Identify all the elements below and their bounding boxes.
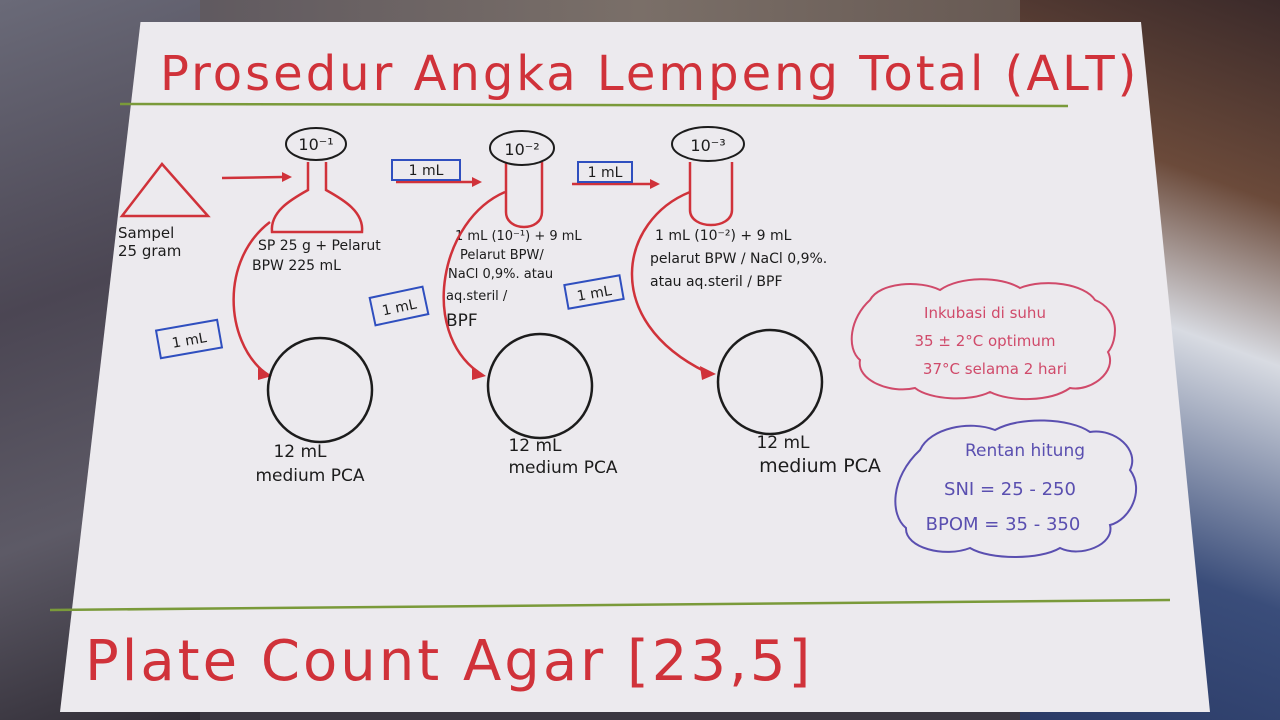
plate-1-medium: medium PCA <box>255 466 364 486</box>
transfer-box-tube3 <box>577 161 633 183</box>
title-underline <box>119 102 1069 108</box>
petri-dish-2-icon <box>486 332 594 440</box>
dilution-2-desc-line4: aq.steril / <box>446 289 508 304</box>
arrow-sample-to-flask-head <box>282 172 292 182</box>
transfer-label-tube3: 1 mL <box>588 165 623 181</box>
incubation-line2: 35 ± 2°C optimum <box>915 332 1056 350</box>
sample-triangle-icon <box>119 162 211 218</box>
transfer-label-plate1: 1 mL <box>171 330 208 352</box>
footer-caption: Plate Count Agar [23,5] <box>85 629 813 694</box>
dilution-1-cloud <box>285 127 347 161</box>
page-title: Prosedur Angka Lempeng Total (ALT) <box>160 46 1139 102</box>
arrow-tube2-to-tube3-head <box>650 179 660 189</box>
sample-label: Sampel <box>118 224 174 242</box>
incubation-cloud <box>850 278 1116 400</box>
arrow-sample-to-flask <box>221 175 283 180</box>
dilution-2-cloud <box>489 130 555 166</box>
dilution-2-desc-line3: NaCl 0,9%. atau <box>448 267 553 282</box>
dilution-flask-icon <box>270 162 364 234</box>
dilution-3-cloud <box>671 126 745 162</box>
arrow-tube2-to-plate2-head <box>472 366 486 380</box>
dilution-1-desc-line1: SP 25 g + Pelarut <box>258 238 381 254</box>
transfer-box-plate2 <box>368 285 430 327</box>
plate-3-volume: 12 mL <box>756 433 810 453</box>
petri-dish-1-icon <box>266 336 374 444</box>
dilution-2-label: 10⁻² <box>504 140 539 159</box>
arrow-flask-to-plate1 <box>232 221 271 373</box>
transfer-label-tube2: 1 mL <box>409 163 444 179</box>
arrow-tube3-to-plate3 <box>630 190 707 374</box>
transfer-box-plate3 <box>563 274 625 310</box>
transfer-label-plate2: 1 mL <box>381 296 419 319</box>
test-tube-3-icon <box>688 162 734 227</box>
dilution-2-desc-line5: BPF <box>446 311 478 331</box>
petri-dish-3-icon <box>716 328 824 436</box>
test-tube-2-icon <box>504 162 544 229</box>
count-range-bpom: BPOM = 35 - 350 <box>926 514 1081 535</box>
plate-2-volume: 12 mL <box>508 436 562 456</box>
incubation-line3: 37°C selama 2 hari <box>923 360 1067 378</box>
dilution-3-label: 10⁻³ <box>690 136 725 155</box>
dilution-1-label: 10⁻¹ <box>298 135 333 154</box>
dilution-1-desc-line2: BPW 225 mL <box>252 258 341 274</box>
arrow-tube2-to-plate2 <box>442 190 506 374</box>
dilution-2-desc-line2: Pelarut BPW/ <box>460 248 544 263</box>
dilution-3-desc-line2: pelarut BPW / NaCl 0,9%. <box>650 251 827 267</box>
transfer-box-tube2 <box>391 159 461 181</box>
dilution-3-desc-line3: atau aq.steril / BPF <box>650 274 783 290</box>
count-range-cloud <box>894 419 1137 558</box>
transfer-label-plate3: 1 mL <box>576 283 613 305</box>
dilution-2-desc-line1: 1 mL (10⁻¹) + 9 mL <box>455 229 582 244</box>
plate-3-medium: medium PCA <box>759 455 881 477</box>
dilution-3-desc-line1: 1 mL (10⁻²) + 9 mL <box>655 228 792 244</box>
arrow-flask-to-tube2-head <box>472 177 482 187</box>
plate-1-volume: 12 mL <box>273 442 327 462</box>
sample-weight: 25 gram <box>118 242 181 260</box>
incubation-line1: Inkubasi di suhu <box>924 304 1046 322</box>
footer-line <box>49 598 1171 612</box>
count-range-title: Rentan hitung <box>965 441 1085 461</box>
arrow-tube3-to-plate3-head <box>700 366 716 380</box>
count-range-sni: SNI = 25 - 250 <box>944 479 1076 500</box>
transfer-box-plate1 <box>154 318 224 360</box>
plate-2-medium: medium PCA <box>508 458 617 478</box>
